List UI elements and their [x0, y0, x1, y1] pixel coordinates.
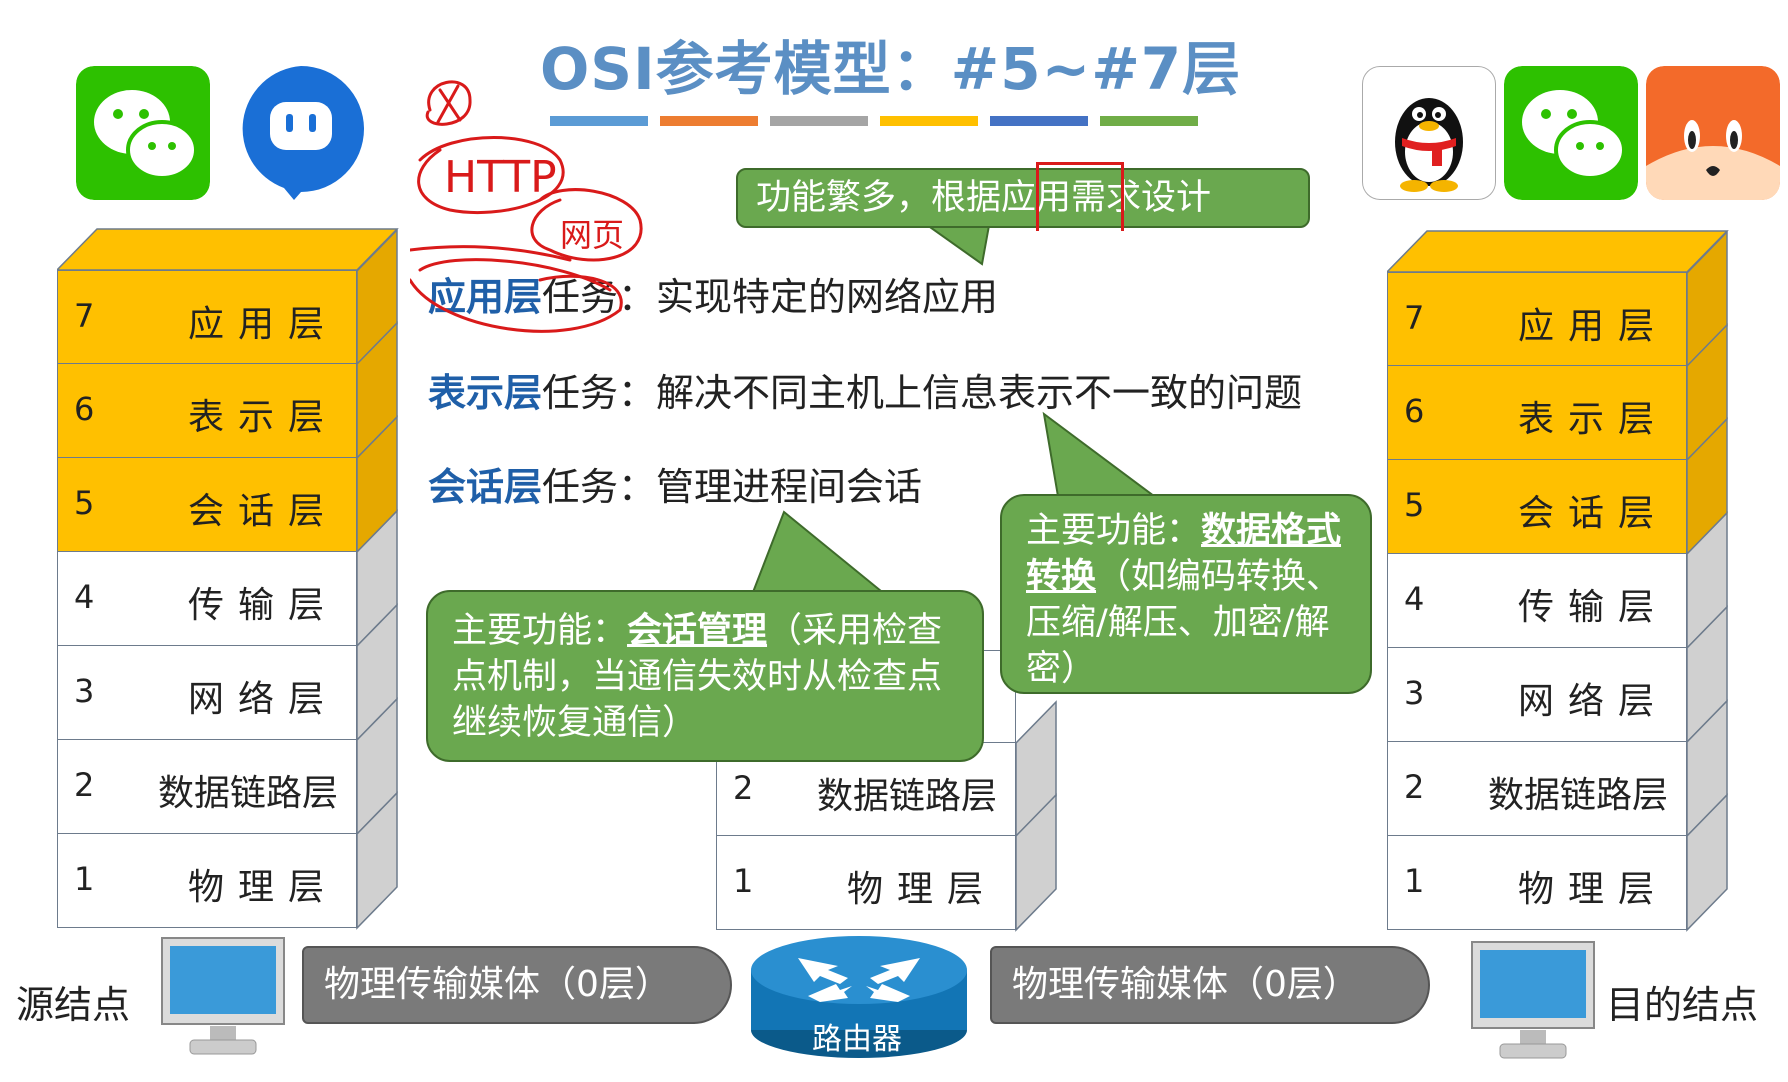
- layer-number: 3: [74, 672, 95, 710]
- layer-name: 表示层: [1517, 399, 1668, 440]
- layer-name: 数据链路层: [157, 773, 338, 814]
- wechat-icon: [1504, 66, 1638, 200]
- layer-number: 7: [1404, 299, 1425, 337]
- callout-session: 主要功能：会话管理（采用检查点机制，当通信失效时从检查点继续恢复通信）: [426, 590, 984, 762]
- title-color-bar: [880, 116, 978, 126]
- layer-name: 传输层: [187, 585, 338, 626]
- layer-name: 网络层: [187, 679, 338, 720]
- source-node-label: 源结点: [16, 983, 131, 1027]
- handwritten-annotation: HTTP 网页: [410, 80, 643, 333]
- layer-3: 3 网络层: [1387, 605, 1728, 744]
- layer-number: 1: [1404, 862, 1425, 900]
- wechat-icon: [76, 66, 210, 200]
- layer-number: 5: [1404, 486, 1425, 524]
- qq-penguin-icon: [1362, 66, 1496, 200]
- callout-application: 功能繁多，根据应用需求设计: [736, 168, 1310, 228]
- layer-name: 应用层: [187, 304, 338, 345]
- medium-left: 物理传输媒体（0层）: [302, 946, 732, 1024]
- layer-2: 2 数据链路层: [57, 697, 398, 836]
- callout-session-pointer: [748, 510, 895, 601]
- callout-presentation: 主要功能：数据格式转换（如编码转换、压缩/解压、加密/解密）: [1000, 494, 1372, 694]
- destination-computer-icon: [1471, 941, 1595, 1059]
- layer-4: 4 传输层: [57, 509, 398, 648]
- layer-name: 传输层: [1517, 587, 1668, 628]
- medium-right: 物理传输媒体（0层）: [990, 946, 1430, 1024]
- fox-app-icon: [1646, 66, 1780, 200]
- source-computer-icon: [161, 937, 285, 1055]
- layer-2: 2 数据链路层: [1387, 699, 1728, 838]
- layer-name: 物理层: [846, 869, 997, 910]
- title-color-bar: [990, 116, 1088, 126]
- title-color-bar: [660, 116, 758, 126]
- task-presentation: 表示层任务：解决不同主机上信息表示不一致的问题: [428, 371, 1303, 415]
- layer-number: 3: [1404, 674, 1425, 712]
- layer-number: 7: [74, 297, 95, 335]
- annotation-http: HTTP: [444, 152, 557, 203]
- router-label: 路由器: [812, 1022, 902, 1057]
- layer-name: 数据链路层: [1487, 775, 1668, 816]
- layer-1: 1 物理层: [57, 791, 398, 930]
- annotation-webpage: 网页: [560, 216, 624, 254]
- layer-name: 会话层: [1517, 493, 1668, 534]
- title-color-bar: [1100, 116, 1198, 126]
- layer-side-face: [1015, 793, 1057, 932]
- page-title: OSI参考模型：#5~#7层: [540, 35, 1242, 103]
- stack-top-face: [1387, 230, 1729, 273]
- task-application: 应用层任务：实现特定的网络应用: [428, 275, 999, 319]
- layer-5: 5 会话层: [57, 415, 398, 554]
- layer-name: 网络层: [1517, 681, 1668, 722]
- layer-number: 1: [733, 862, 754, 900]
- chat-bubble-icon: [242, 66, 364, 200]
- layer-name: 物理层: [1517, 869, 1668, 910]
- layer-number: 1: [74, 860, 95, 898]
- layer-name: 应用层: [1517, 306, 1668, 347]
- layer-number: 6: [74, 390, 95, 428]
- task-session: 会话层任务：管理进程间会话: [428, 465, 923, 509]
- layer-number: 4: [74, 578, 95, 616]
- layer-1: 1 物理层: [716, 793, 1057, 932]
- router-icon: [751, 936, 967, 1058]
- layer-1: 1 物理层: [1387, 793, 1728, 932]
- layer-number: 5: [74, 484, 95, 522]
- layer-7: 7 应用层: [57, 228, 398, 367]
- layer-7: 7 应用层: [1387, 230, 1728, 369]
- destination-node-label: 目的结点: [1606, 983, 1759, 1027]
- layer-name: 数据链路层: [816, 776, 997, 817]
- layer-side-face: [1686, 793, 1728, 932]
- annotation-box: [1036, 162, 1124, 231]
- layer-6: 6 表示层: [1387, 323, 1728, 462]
- layer-name: 物理层: [187, 867, 338, 908]
- layer-5: 5 会话层: [1387, 417, 1728, 556]
- stack-top-face: [57, 228, 399, 271]
- layer-number: 6: [1404, 392, 1425, 430]
- layer-4: 4 传输层: [1387, 511, 1728, 650]
- layer-number: 4: [1404, 580, 1425, 618]
- layer-side-face: [356, 791, 398, 930]
- layer-6: 6 表示层: [57, 321, 398, 460]
- title-color-bar: [550, 116, 648, 126]
- layer-3: 3 网络层: [57, 603, 398, 742]
- layer-number: 2: [1404, 768, 1425, 806]
- layer-name: 表示层: [187, 397, 338, 438]
- layer-number: 2: [733, 769, 754, 807]
- layer-name: 会话层: [187, 491, 338, 532]
- layer-number: 2: [74, 766, 95, 804]
- title-color-bar: [770, 116, 868, 126]
